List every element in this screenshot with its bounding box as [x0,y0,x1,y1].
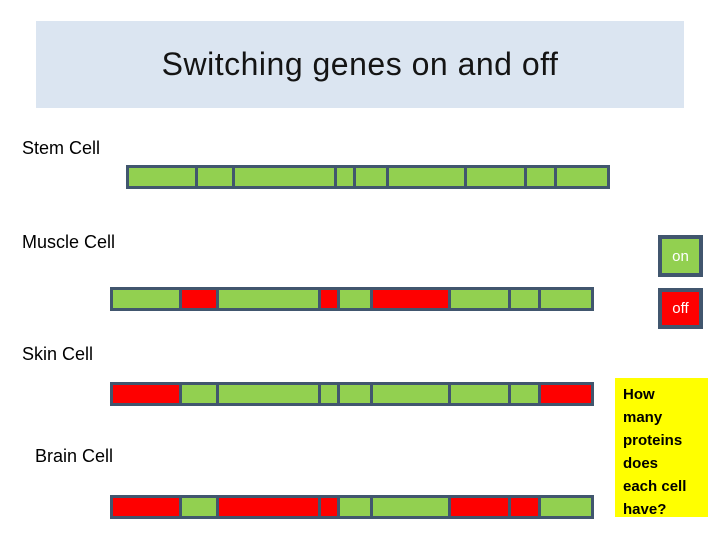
gene-segment-on [113,290,180,308]
gene-segment-on [510,385,539,403]
gene-segment-off [373,290,449,308]
on-legend-box: on [658,235,703,277]
muscle-cell-label: Muscle Cell [22,232,116,252]
stem-cell-gene-bar [126,165,610,189]
muscle-cell-gene-bar [110,287,594,311]
brain-cell-gene-bar [110,495,594,519]
gene-segment-on [182,498,216,516]
gene-segment-off [321,290,337,308]
on-legend-label: on [672,247,689,265]
gene-segment-on [339,498,371,516]
skin-cell-gene-bar [110,382,594,406]
title-bar: Switching genes on and off [36,21,684,108]
gene-segment-off [113,385,180,403]
question-box: How many proteins does each cell have? [615,378,708,518]
gene-segment-on [373,498,449,516]
gene-segment-on [182,385,216,403]
gene-segment-off [218,498,319,516]
gene-segment-on [389,168,465,186]
gene-segment-on [321,385,337,403]
skin-cell-label: Skin Cell [22,344,94,364]
gene-segment-on [467,168,524,186]
gene-segment-off [321,498,337,516]
gene-segment-on [355,168,387,186]
gene-segment-on [557,168,608,186]
gene-segment-on [510,290,539,308]
gene-segment-on [234,168,335,186]
gene-segment-on [541,290,592,308]
gene-segment-on [218,385,319,403]
gene-segment-on [339,385,371,403]
off-legend-label: off [672,300,689,317]
slide-title: Switching genes on and off [161,46,559,82]
stem-cell-label: Stem Cell [22,138,101,158]
gene-segment-on [526,168,555,186]
gene-segment-on [339,290,371,308]
gene-segment-on [198,168,232,186]
gene-segment-on [337,168,353,186]
gene-segment-off [182,290,216,308]
gene-segment-on [373,385,449,403]
gene-segment-on [451,290,508,308]
brain-cell-label: Brain Cell [35,446,114,466]
gene-segment-on [218,290,319,308]
gene-segment-off [113,498,180,516]
gene-segment-off [510,498,539,516]
gene-segment-on [129,168,196,186]
gene-segment-on [541,498,592,516]
gene-segment-on [451,385,508,403]
gene-segment-off [541,385,592,403]
off-legend-box: off [658,288,703,329]
gene-segment-off [451,498,508,516]
